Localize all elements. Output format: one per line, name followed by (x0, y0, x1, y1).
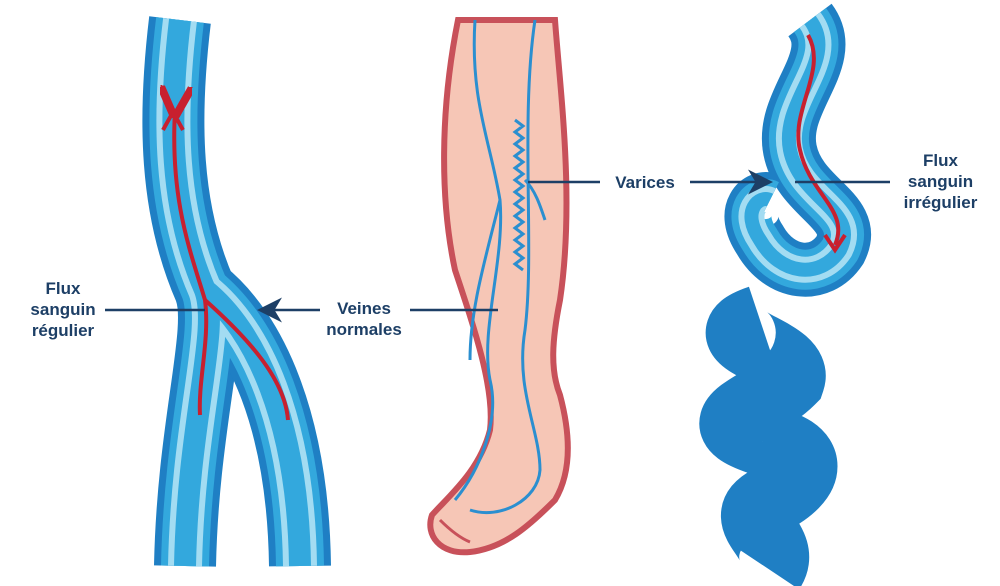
normal-vein (163, 20, 300, 566)
label-line: Veines (337, 299, 391, 318)
label-line: irrégulier (903, 193, 978, 212)
label-line: régulier (31, 321, 95, 340)
varicose-vein (699, 20, 845, 586)
label-normal-veins: Veines normales (318, 298, 410, 340)
label-line: sanguin (30, 300, 96, 319)
label-normal-flow: Flux sanguin régulier (18, 278, 108, 341)
blood-flow-arrow (174, 110, 209, 416)
label-line: normales (326, 320, 402, 339)
label-irregular-flow: Flux sanguin irrégulier (888, 150, 993, 213)
label-line: sanguin (907, 172, 974, 191)
leg-veins (453, 19, 547, 515)
label-line: Flux (45, 279, 81, 298)
leg (427, 17, 571, 556)
label-varices: Varices (615, 173, 675, 192)
label-line: Flux (923, 151, 958, 170)
callout-lines (105, 169, 890, 323)
